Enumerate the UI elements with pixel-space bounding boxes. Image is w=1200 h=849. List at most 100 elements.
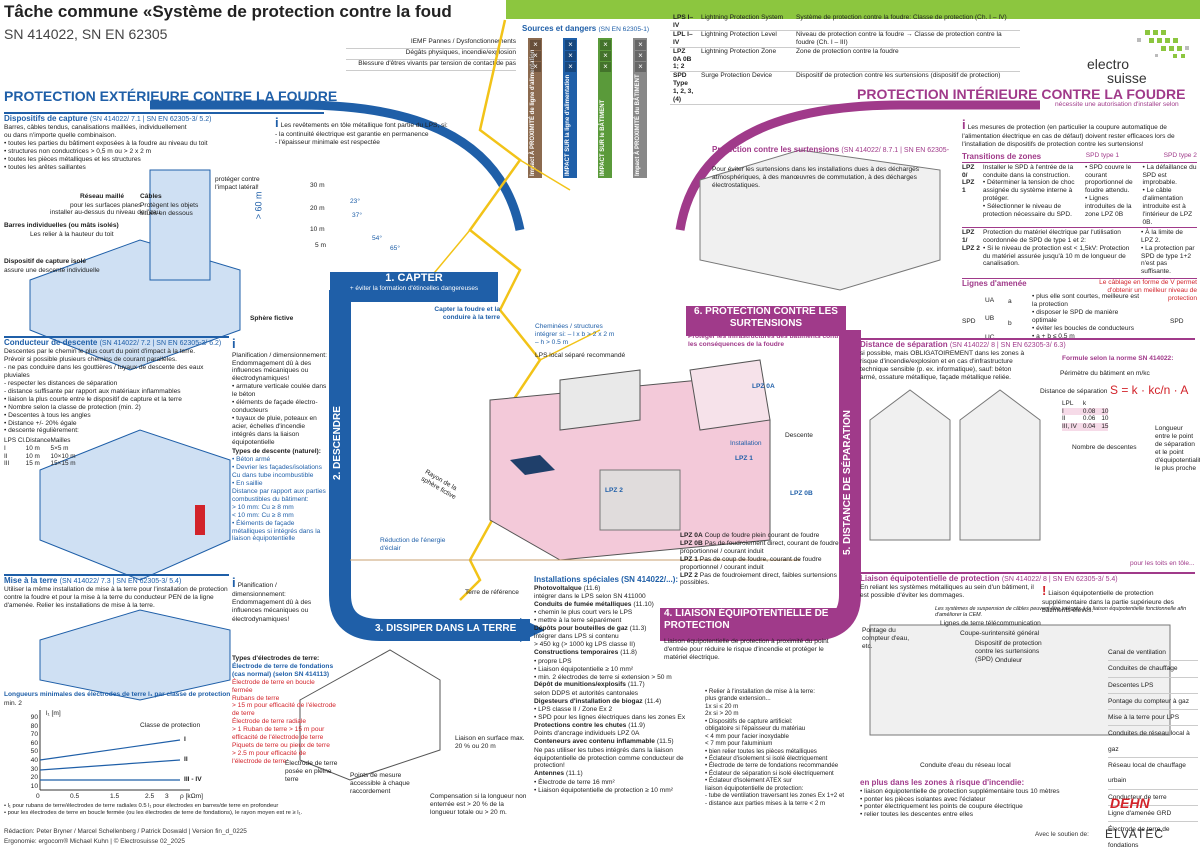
- earth-ref: (SN 414022/ 7.3 | SN EN 62305-3/ 5.4): [59, 578, 182, 585]
- dangers-rows: IEMF Pannes / Dysfonctionnements Dégâts …: [346, 38, 516, 71]
- earth-type: > 1 Ruban de terre > 15 m pour efficacit…: [232, 726, 325, 742]
- ytick: 60: [30, 739, 38, 747]
- lpl-name: Lightning Protection System: [698, 14, 793, 31]
- special-t: • chemin le plus court vers le LPS • met…: [534, 609, 633, 625]
- lines-title: Lignes d'amenée: [962, 279, 1027, 289]
- special-item: Conteneurs avec contenu inflammable (11.…: [534, 738, 694, 770]
- capture-info-text: Les revêtements en tôle métallique font …: [275, 122, 448, 146]
- separation-title: Distance de séparation (SN 414022/ 8 | S…: [860, 340, 1195, 350]
- capture-ref: (SN 414022/ 7.1 | SN EN 62305-3/ 5.2): [89, 116, 212, 123]
- lines-header: Lignes d'amenée Le câblage en forme de V…: [962, 278, 1197, 303]
- danger-mark: ×: [565, 62, 576, 72]
- descent-th: Mailles: [50, 437, 71, 445]
- ytick: 40: [30, 756, 38, 764]
- descent-title-text: Conducteur de descente: [4, 338, 98, 347]
- ex-text: • liaison équipotentielle de protection …: [860, 787, 1060, 819]
- equip-right-label: Pontage du compteur à gaz: [1108, 694, 1198, 711]
- earth-chart-note: min. 2: [4, 700, 22, 707]
- descent-section: Conducteur de descente (SN 414022/ 7.2 |…: [4, 336, 229, 468]
- earth-info-text: Planification / dimensionnement: Endomma…: [232, 582, 312, 623]
- special-t: Ne pas utiliser les tubes intégrés dans …: [534, 746, 684, 770]
- equip-right-label: Électrode de terre de fondations: [1108, 822, 1198, 849]
- earth-info: i Planification / dimensionnement: Endom…: [232, 575, 332, 624]
- logo-text-1: electro: [1087, 56, 1130, 72]
- zone-text: Pas de coup de foudre, courant de foudre…: [680, 555, 822, 571]
- descent-types: • Béton armé • Devrier les façades/isola…: [232, 456, 326, 543]
- k-td: III, IV: [1062, 423, 1077, 431]
- special-h: Constructions temporaires: [534, 649, 619, 657]
- earth-title: Mise à la terre (SN 414022/ 7.3 | SN EN …: [4, 576, 229, 586]
- perimeter-label: Périmètre du bâtiment en m/kc: [1060, 370, 1150, 377]
- special-h: Antennes: [534, 770, 565, 778]
- ytick: 10: [30, 782, 38, 790]
- transitions-title: Transitions de zones: [962, 152, 1042, 161]
- house-label: Électrode de terre posée en pleine terre: [285, 760, 338, 783]
- step-2-label: 2. DESCENDRE: [332, 406, 343, 480]
- installation-label: Installation: [730, 440, 762, 447]
- transitions-header: Transitions de zones SPD type 1 SPD type…: [962, 152, 1197, 162]
- roof-note: pour les toits en tôle...: [1130, 560, 1195, 567]
- special-ref: (11.10): [633, 600, 654, 608]
- blue-flow-arc: [150, 100, 525, 231]
- lpl-code: LPZ 0A 0B 1; 2: [670, 47, 698, 73]
- lines-label: UC: [985, 334, 995, 341]
- special-item: Dépôts pour bouteilles de gaz (11.3)inté…: [534, 625, 694, 649]
- lines-label: b: [1008, 320, 1012, 327]
- info-icon: i: [962, 117, 966, 132]
- arrow-icon: [520, 618, 545, 642]
- equip-info-text: Liaison équipotentielle de protection su…: [1042, 590, 1174, 614]
- lines-text: • plus elle sont courtes, meilleure est …: [1032, 293, 1140, 340]
- house-earth-icon: [299, 649, 441, 781]
- angle-label: 37°: [352, 212, 362, 219]
- t1-label: LPZ 0/ LPZ 1: [962, 163, 975, 195]
- equip-info: ! Liaison équipotentielle de protection …: [1042, 583, 1197, 615]
- descent-td: 15 m: [25, 460, 40, 468]
- height-label: 5 m: [315, 242, 326, 249]
- surge-text: Pour éviter les surtensions dans les ins…: [712, 165, 920, 189]
- zone-code: LPZ 0B: [680, 539, 703, 547]
- spd1-label: SPD type 1: [1085, 152, 1120, 159]
- earth-title-text: Mise à la terre: [4, 576, 58, 585]
- step-1-box: 1. CAPTER + éviter la formation d'étince…: [330, 272, 498, 302]
- separation-side-note: Longueur entre le point de séparation et…: [1155, 425, 1200, 472]
- surge-info: i Les mesures de protection (en particul…: [962, 117, 1197, 149]
- formula-title: Formule selon la norme SN 414022:: [1062, 355, 1174, 362]
- zone-tag: LPZ 0A: [752, 383, 775, 390]
- descent-ref: (SN 414022/ 7.2 | SN EN 62305-3/ 6.2): [99, 340, 222, 347]
- formula-label: Distance de séparation: [1040, 388, 1108, 395]
- descent-td: 10 m: [25, 452, 40, 460]
- descent-th: LPS Cl.: [4, 437, 26, 445]
- zone-legend-row: LPZ 0A Coup de foudre plein courant de f…: [680, 532, 840, 540]
- page-title: Tâche commune «Système de protection con…: [4, 2, 452, 21]
- earth-chart-class: III - IV: [184, 776, 202, 783]
- k-td: II: [1062, 415, 1066, 423]
- special-ref: (11.4): [644, 697, 662, 705]
- reduction-label: Réduction de l'énergie d'éclair: [380, 537, 446, 552]
- label-cables-sub: Protègent les objets situés en dessous: [140, 202, 199, 217]
- step-5-label: 5. DISTANCE DE SÉPARATION: [842, 409, 853, 555]
- surge-title: Protection contre les surtensions (SN 41…: [712, 145, 952, 166]
- surge-protect: Protéger les infrastructures des bâtimen…: [688, 333, 843, 348]
- zone-legend: LPZ 0A Coup de foudre plein courant de f…: [680, 532, 840, 587]
- magenta-flow-arc: [675, 100, 1040, 231]
- t1-spd1: • SPD couvre le courant proportionnel de…: [1084, 163, 1133, 219]
- footer-support: Avec le soutien de:: [1035, 831, 1089, 838]
- special-h: Conteneurs avec contenu inflammable: [534, 738, 655, 746]
- descent-text: Descentes par le chemin le plus court du…: [4, 348, 204, 435]
- earth-type: Électrode de terre de fondations (cas no…: [232, 662, 334, 678]
- equip-right-label: Canal de ventilation: [1108, 645, 1198, 662]
- footer-line-1: Rédaction: Peter Bryner / Marcel Schelle…: [4, 828, 247, 835]
- formula: S = k · kc/n · A: [1110, 383, 1189, 397]
- label-sphere: Sphère fictive: [250, 315, 294, 322]
- special-installations: Installations spéciales (SN 414022/...):…: [534, 575, 694, 795]
- equip-label: Lignes de terre télécommunication: [940, 620, 1041, 627]
- label-cables: Câbles: [140, 193, 162, 200]
- equip-label: Dispositif de protection contre les surt…: [975, 640, 1042, 663]
- logo-dots-icon: [1137, 30, 1189, 58]
- danger-mark: ×: [635, 62, 646, 72]
- lines-label: SPD: [1170, 318, 1184, 325]
- special-ref: (11.1): [566, 770, 583, 778]
